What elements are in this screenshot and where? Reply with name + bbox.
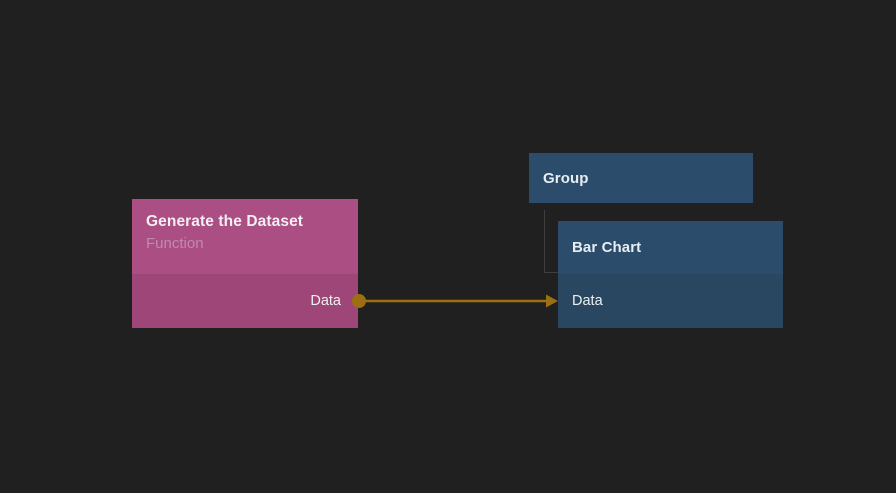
node-header: Generate the Dataset Function <box>132 199 358 274</box>
node-header: Bar Chart <box>558 221 783 274</box>
wire-arrowhead-icon <box>546 294 558 308</box>
output-port-label: Data <box>310 293 341 309</box>
node-body: Data <box>132 274 358 328</box>
group-child-connector-line <box>544 210 558 273</box>
node-title: Generate the Dataset <box>146 213 304 230</box>
node-group[interactable]: Group <box>529 153 753 203</box>
node-generate-dataset[interactable]: Generate the Dataset Function Data <box>132 199 358 328</box>
node-title: Group <box>543 169 589 187</box>
connection-wire[interactable] <box>351 289 561 313</box>
output-port-dot[interactable] <box>352 294 366 308</box>
node-body: Data <box>558 274 783 328</box>
node-bar-chart[interactable]: Bar Chart Data <box>558 221 783 328</box>
node-title: Bar Chart <box>572 239 642 256</box>
input-port-label: Data <box>572 293 603 309</box>
node-subtitle: Function <box>146 235 204 252</box>
